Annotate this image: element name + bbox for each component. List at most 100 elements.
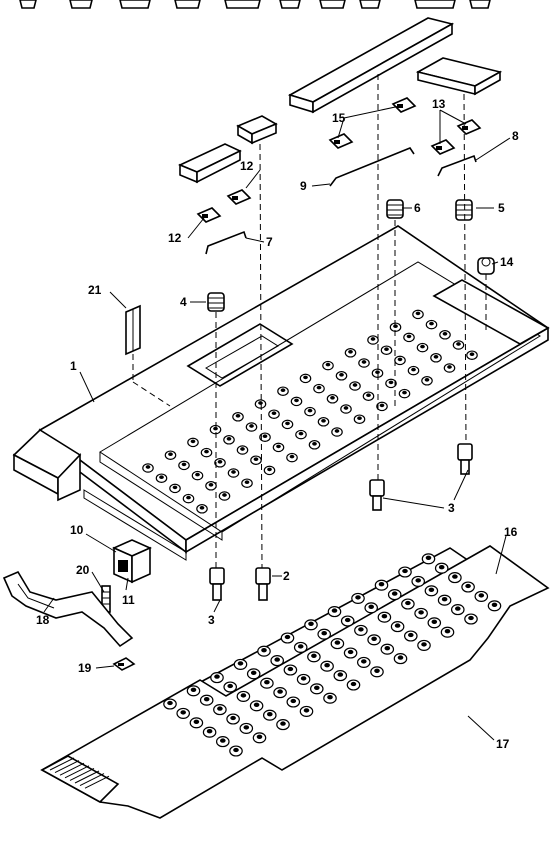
rubber-dome-center	[321, 631, 327, 636]
connector-trace	[84, 775, 110, 789]
rubber-dome-center	[455, 606, 461, 611]
rubber-dome-center	[300, 676, 307, 681]
housing-key-center	[384, 347, 389, 352]
housing-key-center	[402, 390, 407, 395]
housing-key-center	[172, 485, 178, 490]
housing-key-center	[208, 482, 214, 487]
keycap-left-b	[236, 115, 278, 145]
dome-grid	[163, 553, 502, 757]
stabilizer-wire-7	[205, 230, 247, 255]
rubber-dome-center	[324, 663, 330, 668]
connector-trace	[69, 767, 95, 781]
housing-key-center	[204, 449, 209, 454]
rubber-dome-center	[465, 583, 471, 589]
housing-key-center	[393, 324, 398, 329]
rubber-dome-center	[468, 615, 474, 621]
callout-8: 8	[512, 129, 519, 143]
enter-keycap	[415, 57, 503, 96]
rubber-dome-center	[274, 657, 280, 662]
stabilizer-wire-8	[437, 154, 477, 177]
rubber-dome-center	[311, 653, 317, 658]
cap-14	[477, 257, 495, 275]
rubber-dome-center	[227, 683, 233, 689]
housing-key-center	[294, 398, 299, 403]
rubber-dome-center	[167, 700, 173, 706]
rubber-dome-center	[441, 597, 448, 602]
rubber-dome-center	[438, 565, 445, 570]
housing-key-center	[424, 377, 430, 382]
rubber-dome-center	[217, 706, 223, 711]
housing-key-center	[303, 375, 308, 380]
housing-key-center	[348, 349, 353, 354]
rubber-dome-center	[405, 600, 411, 606]
connector-trace	[49, 757, 75, 771]
callout-4: 4	[180, 295, 187, 309]
callout-1: 1	[70, 359, 77, 373]
rubber-dome-center	[421, 642, 427, 647]
callout-9: 9	[300, 179, 307, 193]
rubber-dome-center	[267, 712, 273, 717]
rubber-dome-center	[287, 666, 294, 672]
rubber-dome-center	[331, 608, 338, 613]
housing-key-center	[397, 357, 403, 362]
keyboard-housing	[12, 225, 550, 561]
rubber-dome-center	[233, 747, 239, 753]
callout-17: 17	[496, 737, 510, 751]
housing-key-center	[258, 401, 263, 405]
housing-key-center	[307, 408, 313, 413]
housing-key-center	[289, 454, 295, 459]
housing-key-center	[357, 416, 362, 421]
rubber-dome-center	[491, 602, 498, 607]
housing-key-center	[334, 429, 340, 433]
housing-key-center	[298, 431, 304, 436]
housing-key-center	[181, 462, 187, 467]
rubber-dome-center	[237, 661, 244, 666]
leader-lines	[132, 74, 487, 569]
keycap-left-a	[178, 143, 242, 184]
rubber-dome-center	[214, 674, 220, 679]
callout-11: 11	[122, 593, 135, 607]
rubber-dome-center	[415, 578, 421, 583]
housing-key-center	[375, 370, 380, 375]
rubber-dome-center	[230, 715, 236, 721]
rubber-dome-center	[277, 689, 283, 694]
rubber-dome-center	[220, 738, 226, 743]
housing-key-center	[145, 465, 151, 469]
rubber-dome-center	[314, 685, 320, 690]
housing-key-center	[321, 418, 326, 423]
housing-key-center	[343, 406, 349, 410]
switch-part-10-11	[112, 539, 152, 584]
callout-12-lower: 12	[168, 231, 182, 245]
housing-key-center	[352, 383, 358, 387]
housing-key-center	[267, 467, 272, 472]
housing-key-center	[312, 441, 317, 446]
flex-connector-traces	[49, 757, 110, 789]
housing-key-center	[280, 388, 286, 393]
housing-key-center	[226, 436, 232, 441]
rubber-dome-center	[428, 587, 435, 592]
housing-key-center	[217, 459, 223, 464]
housing-key-center	[240, 447, 245, 451]
rubber-dome-center	[431, 619, 438, 624]
rubber-dome-center	[418, 610, 424, 615]
stabilizer-12	[196, 189, 252, 223]
housing-key-center	[186, 495, 191, 500]
part-21	[125, 304, 141, 356]
housing-key-center	[190, 439, 196, 444]
housing-key-center	[231, 470, 236, 474]
housing-key-center	[168, 452, 173, 457]
housing-key-center	[262, 434, 268, 439]
housing-key-center	[370, 337, 376, 341]
housing-key-center	[285, 421, 290, 426]
rubber-dome-center	[193, 719, 200, 724]
housing-key-center	[379, 403, 385, 408]
rubber-dome-center	[378, 582, 385, 587]
rubber-dome-center	[394, 623, 401, 628]
housing-key-center	[271, 411, 277, 416]
callout-2: 2	[283, 569, 290, 583]
connector-trace	[59, 762, 85, 776]
housing-key-center	[316, 385, 322, 390]
housing-key-center	[420, 344, 425, 349]
rubber-dome-center	[347, 649, 354, 655]
